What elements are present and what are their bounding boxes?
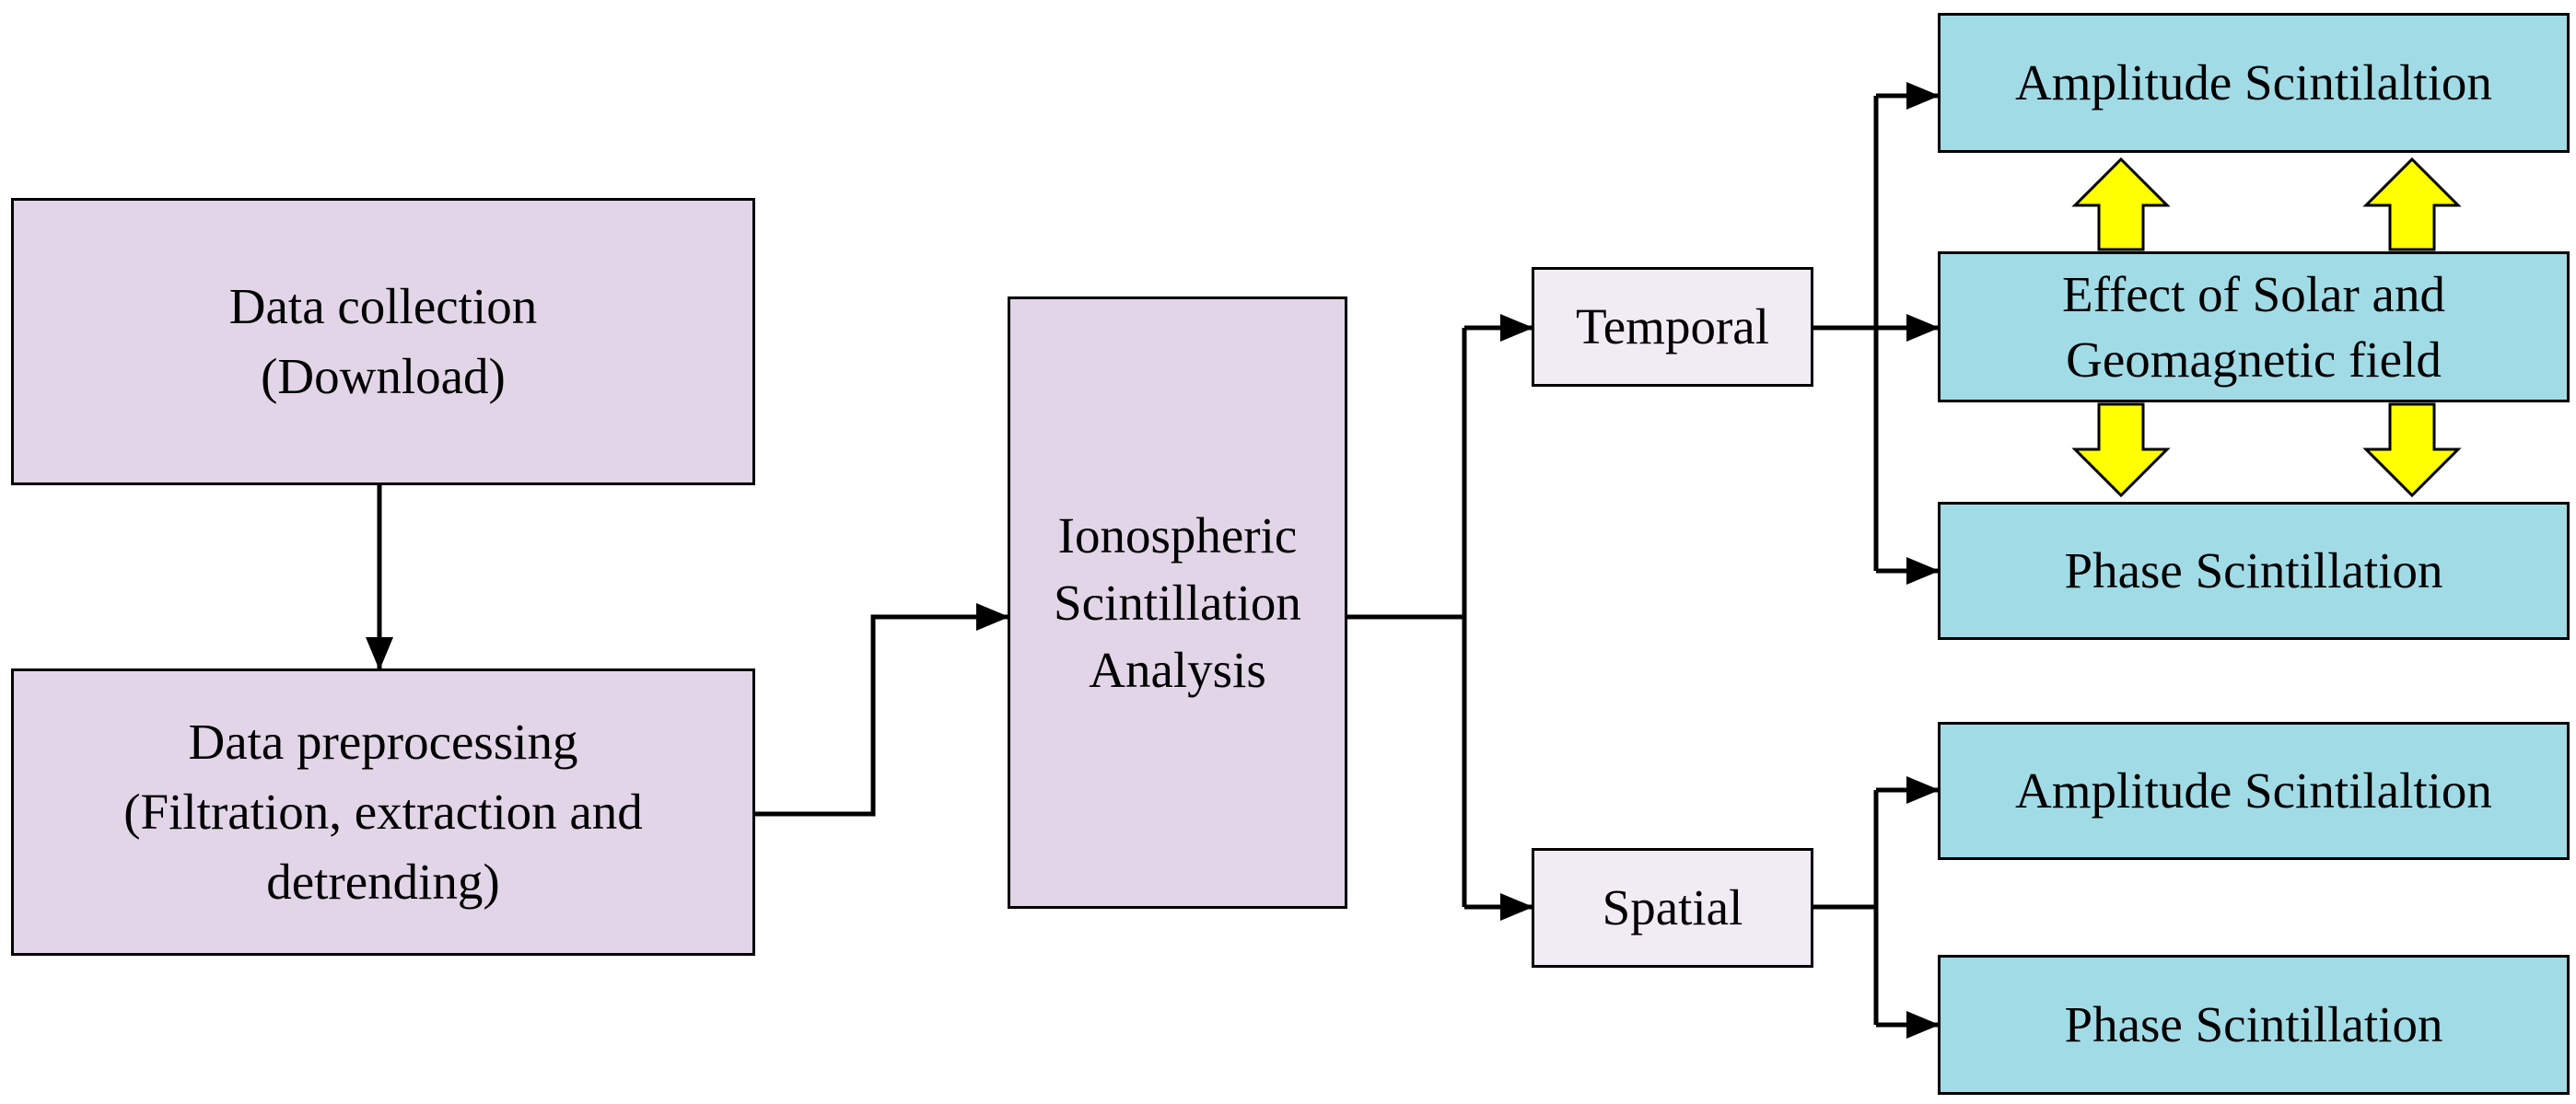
spatial-label: Spatial (1602, 879, 1743, 936)
temporal-trunk (1813, 96, 1879, 571)
analysis-line-2: Scintillation (1054, 574, 1301, 631)
data-collection-line-1: Data collection (228, 278, 538, 335)
arrow-preprocessing-to-analysis (755, 603, 1009, 817)
data-collection-box: Data collection (Download) (11, 198, 755, 485)
spatial-trunk (1813, 790, 1879, 1025)
analysis-line-3: Analysis (1089, 642, 1266, 699)
ionospheric-scintillation-analysis-box: Ionospheric Scintillation Analysis (1008, 296, 1347, 909)
down-arrow-right (2362, 402, 2462, 498)
temporal-phase-scintillation-box: Phase Scintillation (1938, 502, 2570, 640)
temporal-phase-label: Phase Scintillation (2064, 542, 2443, 599)
data-preprocessing-line-1: Data preprocessing (188, 714, 578, 771)
up-arrow-right (2362, 157, 2462, 251)
temporal-amplitude-scintillation-box: Amplitude Scintilaltion (1938, 13, 2570, 153)
up-arrow-left (2071, 157, 2171, 251)
spatial-phase-scintillation-box: Phase Scintillation (1938, 955, 2570, 1095)
analysis-line-1: Ionospheric (1057, 506, 1298, 564)
temporal-amplitude-label: Amplitude Scintilaltion (2015, 54, 2492, 111)
effect-line-1: Effect of Solar and (2062, 265, 2445, 322)
down-arrow-left (2071, 402, 2171, 498)
data-collection-line-2: (Download) (261, 348, 506, 404)
effect-solar-geomagnetic-box: Effect of Solar and Geomagnetic field (1938, 251, 2570, 402)
spatial-amplitude-scintillation-box: Amplitude Scintilaltion (1938, 722, 2570, 860)
temporal-box: Temporal (1532, 267, 1813, 387)
spatial-box: Spatial (1532, 848, 1813, 968)
spatial-phase-label: Phase Scintillation (2064, 996, 2443, 1053)
spatial-amplitude-label: Amplitude Scintilaltion (2015, 762, 2492, 819)
data-preprocessing-box: Data preprocessing (Filtration, extracti… (11, 668, 755, 956)
data-preprocessing-line-2: (Filtration, extraction and (123, 784, 643, 841)
data-preprocessing-line-3: detrending) (266, 853, 500, 910)
effect-line-2: Geomagnetic field (2066, 331, 2442, 388)
temporal-label: Temporal (1576, 298, 1769, 355)
